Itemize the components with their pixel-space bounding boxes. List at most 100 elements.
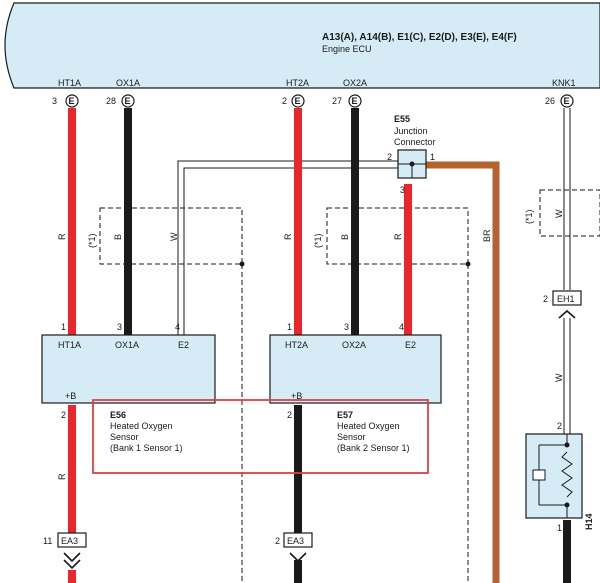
wire-label-r-ht1a: R	[57, 233, 67, 240]
svg-text:EA3: EA3	[287, 536, 304, 546]
svg-text:3: 3	[52, 96, 57, 106]
sensor1-plusb: +B	[65, 391, 76, 401]
engine-ecu-box	[4, 2, 600, 89]
ecu-name: Engine ECU	[322, 44, 372, 54]
wire-red-ht2a	[294, 108, 302, 335]
junction-internal	[398, 163, 426, 178]
knock-node-top	[564, 442, 570, 448]
connector-eh1: 2 EH1	[543, 290, 582, 319]
wire-label-r-junction: R	[393, 233, 403, 240]
svg-text:E: E	[352, 96, 358, 106]
wire-black-plusb-2	[294, 405, 302, 533]
sensor1-label-ox1a: OX1A	[115, 340, 139, 350]
sensor2-label-ox2a: OX2A	[342, 340, 366, 350]
svg-text:KNK1: KNK1	[552, 78, 576, 88]
sensor2-label-e2: E2	[405, 340, 416, 350]
wire-label-b-ox1a: B	[113, 234, 123, 240]
ecu-connectors: A13(A), A14(B), E1(C), E2(D), E3(E), E4(…	[322, 32, 517, 43]
sensor2-plusb: +B	[291, 391, 302, 401]
sensor1-label-ht1a: HT1A	[58, 340, 81, 350]
sensor1-desc-3: (Bank 1 Sensor 1)	[110, 443, 183, 453]
wire-red-below-ea3-left	[68, 570, 76, 583]
connector-ea3-right: 2 EA3	[275, 532, 313, 563]
sensor2-desc-2: Sensor	[337, 432, 366, 442]
junction-name-1: Junction	[394, 126, 428, 136]
wire-black-ox1a	[124, 108, 132, 335]
wire-red-junction	[404, 184, 412, 335]
svg-text:11: 11	[43, 536, 52, 546]
svg-text:HT2A: HT2A	[286, 78, 309, 88]
junction-pin-left: 2	[387, 152, 392, 162]
chevron-up-icon	[558, 309, 576, 319]
sensor1-pin-4: 4	[175, 322, 180, 332]
junction-id: E55	[394, 114, 410, 124]
wire-red-plusb-1	[68, 405, 76, 533]
svg-text:E: E	[125, 96, 131, 106]
wire-label-br: BR	[482, 229, 492, 242]
sensor2-label-ht2a: HT2A	[285, 340, 308, 350]
sensor-e56-box	[41, 334, 216, 404]
sensor1-id: E56	[110, 410, 126, 420]
svg-text:E: E	[69, 96, 75, 106]
wire-red-ht1a	[68, 108, 76, 335]
svg-text:28: 28	[106, 96, 116, 106]
chevron-down-icon	[289, 552, 307, 563]
wire-brown-br	[426, 161, 500, 583]
ecu-pin-ox2a: OX2A 27 E	[332, 78, 367, 108]
svg-text:OX2A: OX2A	[343, 78, 367, 88]
wire-black-below-ea3-right	[294, 560, 302, 583]
svg-text:E: E	[564, 96, 570, 106]
svg-text:2: 2	[543, 294, 548, 304]
svg-text:E: E	[295, 96, 301, 106]
ecu-pin-ht2a: HT2A 2 E	[282, 78, 309, 108]
wire-label-r-plusb-1: R	[57, 473, 67, 480]
svg-text:2: 2	[275, 536, 280, 546]
knock-sensor-id: H14	[584, 513, 594, 530]
note-1-knock: (*1)	[524, 209, 534, 224]
svg-text:EA3: EA3	[61, 536, 78, 546]
note-1-right: (*1)	[313, 233, 323, 248]
sensor2-desc-3: (Bank 2 Sensor 1)	[337, 443, 410, 453]
wire-label-w-knock-top: W	[554, 209, 564, 218]
junction-pin-bottom: 3	[400, 185, 405, 195]
sensor2-pin-1: 1	[287, 322, 292, 332]
svg-text:HT1A: HT1A	[58, 78, 81, 88]
sensor2-pin-4: 4	[399, 322, 404, 332]
sensor1-pin-3: 3	[117, 322, 122, 332]
svg-text:26: 26	[545, 96, 555, 106]
sensor2-desc-1: Heated Oxygen	[337, 421, 400, 431]
sensor2-pin-bottom: 2	[287, 410, 292, 420]
ecu-pin-ox1a: OX1A 28 E	[106, 78, 140, 108]
wire-black-ox2a	[351, 108, 359, 335]
dashed-box-right	[326, 207, 469, 265]
knock-node-bottom	[564, 502, 570, 508]
wire-label-b-plusb-2: B	[294, 476, 304, 482]
wire-black-knock	[563, 520, 571, 583]
ecu-pin-ht1a: HT1A 3 E	[52, 78, 81, 108]
chevron-down-icon	[63, 552, 81, 570]
knock-sensor-symbol	[532, 434, 573, 518]
knock-pin-top: 2	[557, 421, 562, 431]
sensor1-desc-2: Sensor	[110, 432, 139, 442]
wire-w-knock	[563, 108, 571, 434]
sensor2-id: E57	[337, 410, 353, 420]
dashed-box-left	[99, 207, 243, 265]
sensor-e57-box	[269, 334, 442, 404]
wire-w-ground	[177, 160, 406, 335]
wire-label-w-left: W	[169, 232, 179, 241]
svg-text:OX1A: OX1A	[116, 78, 140, 88]
sensor1-desc-1: Heated Oxygen	[110, 421, 173, 431]
svg-text:2: 2	[282, 96, 287, 106]
sensor2-pin-3: 3	[344, 322, 349, 332]
wire-label-b-ox2a: B	[340, 234, 350, 240]
knock-pin-bottom: 1	[557, 523, 562, 533]
sensor1-pin-1: 1	[61, 322, 66, 332]
svg-text:27: 27	[332, 96, 342, 106]
wire-label-r-ht2a: R	[283, 233, 293, 240]
junction-name-2: Connector	[394, 137, 436, 147]
sensor1-label-e2: E2	[178, 340, 189, 350]
ecu-pin-knk1: KNK1 26 E	[545, 78, 576, 108]
connector-ea3-left: 11 EA3	[43, 532, 87, 570]
sensor1-pin-bottom: 2	[61, 410, 66, 420]
